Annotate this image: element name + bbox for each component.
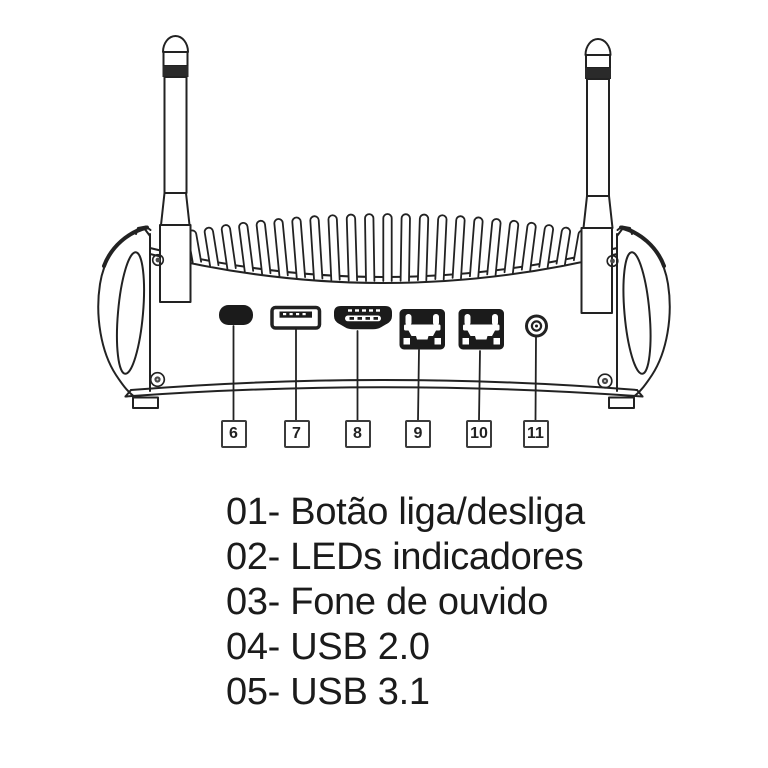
- port-7-displayport-icon: [270, 305, 322, 330]
- heatsink-fin: [255, 219, 272, 276]
- port-6-usb-c-icon: [219, 305, 253, 325]
- left-side-panel: [97, 225, 152, 397]
- heatsink-fin: [417, 213, 430, 282]
- callout-number: 7: [292, 425, 301, 442]
- heatsink-fin: [291, 216, 306, 279]
- heatsink-fin: [238, 221, 255, 273]
- antenna-taper: [582, 195, 614, 229]
- heatsink-fin: [345, 213, 358, 282]
- legend-item-05: 05- USB 3.1: [226, 671, 430, 713]
- heatsink-fin: [364, 213, 376, 282]
- right-panel-cutout: [622, 251, 652, 375]
- right-antenna: [580, 38, 614, 314]
- port-8-hdmi-icon: [334, 306, 392, 330]
- callout-box-8: 8: [344, 420, 371, 448]
- right-foot: [608, 396, 635, 409]
- legend-item-04: 04- USB 2.0: [226, 626, 430, 668]
- left-panel-cutout: [115, 251, 146, 375]
- antenna-cap: [584, 38, 612, 56]
- antenna-base: [159, 224, 192, 303]
- screw-bottom-left-icon: [149, 371, 166, 388]
- callout-box-6: 6: [220, 420, 247, 448]
- callout-box-9: 9: [405, 420, 431, 448]
- heatsink-fin: [220, 224, 237, 271]
- antenna-shaft: [586, 78, 610, 197]
- panel-edge-highlight: [619, 225, 666, 268]
- callout-number: 10: [470, 425, 488, 442]
- screw-top-right-icon: [606, 254, 619, 268]
- legend-item-01: 01- Botão liga/desliga: [226, 491, 585, 533]
- antenna-taper: [160, 192, 191, 226]
- antenna-shaft: [163, 76, 188, 194]
- heatsink-fin: [309, 215, 324, 280]
- heatsink-fin: [327, 214, 341, 281]
- heatsink-fin: [469, 216, 484, 278]
- heatsink-fin: [434, 214, 448, 281]
- callout-line-9: [417, 349, 420, 421]
- heatsink-fin: [555, 226, 571, 266]
- callout-number: 6: [229, 425, 238, 442]
- device-rear-diagram: [97, 35, 671, 421]
- legend-item-03: 03- Fone de ouvido: [226, 581, 549, 623]
- heatsink-fin: [503, 219, 520, 275]
- antenna-cap: [162, 35, 189, 53]
- left-antenna: [159, 35, 192, 303]
- right-side-panel: [616, 225, 671, 397]
- port-10-ethernet-icon: [458, 308, 505, 350]
- left-foot: [132, 396, 159, 409]
- callout-box-10: 10: [466, 420, 492, 448]
- panel-edge-highlight: [102, 225, 149, 268]
- heatsink-fin: [451, 215, 466, 280]
- callout-box-11: 11: [522, 420, 549, 448]
- callout-box-7: 7: [283, 420, 310, 448]
- port-11-jack-icon: [525, 314, 548, 338]
- bottom-strip: [124, 379, 644, 398]
- antenna-band: [162, 66, 189, 77]
- callout-number: 9: [413, 425, 423, 442]
- callout-number: 11: [527, 425, 544, 442]
- heatsink-fin: [382, 213, 393, 282]
- callout-line-11: [534, 336, 537, 421]
- port-9-ethernet-icon: [399, 309, 445, 350]
- screw-bottom-right-icon: [597, 373, 613, 389]
- heatsink-fin: [399, 213, 411, 282]
- heatsink-fin: [486, 218, 502, 277]
- port-legend: 01- Botão liga/desliga 02- LEDs indicado…: [226, 490, 646, 715]
- heatsink-fin: [538, 224, 554, 269]
- heatsink-fin: [520, 221, 537, 272]
- legend-item-02: 02- LEDs indicadores: [226, 536, 584, 578]
- callout-lines: [232, 325, 537, 421]
- callout-line-10: [478, 350, 481, 421]
- antenna-base: [580, 227, 613, 314]
- screw-top-left-icon: [151, 253, 165, 267]
- heatsink-fins: [187, 213, 588, 282]
- antenna-band: [585, 68, 611, 79]
- callout-number: 8: [353, 425, 362, 442]
- heatsink-fin: [273, 218, 289, 278]
- heatsink-fin: [203, 226, 220, 268]
